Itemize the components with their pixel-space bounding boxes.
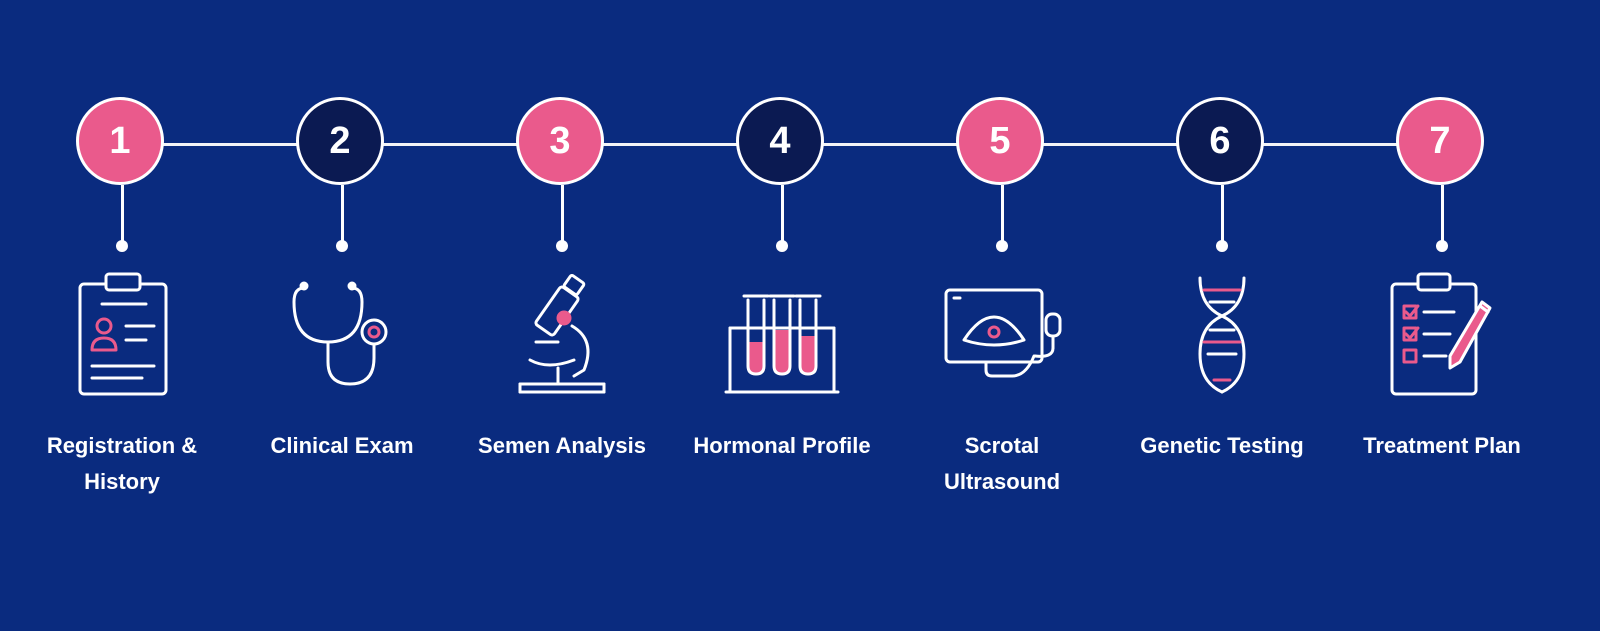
step-label: Scrotal Ultrasound [902, 428, 1102, 500]
connector-dot [116, 240, 128, 252]
step-number: 7 [1429, 119, 1451, 162]
step-label: Semen Analysis [462, 428, 662, 464]
connector-dot [1216, 240, 1228, 252]
step-connector [1440, 185, 1444, 245]
clipboard-profile-icon [62, 268, 182, 403]
step-5: 5 Scrotal Ultrasound [902, 0, 1102, 631]
step-number-badge: 6 [1176, 97, 1264, 185]
step-number: 2 [329, 119, 351, 162]
microscope-icon [502, 268, 622, 403]
step-connector [1220, 185, 1224, 245]
step-number-badge: 4 [736, 97, 824, 185]
ultrasound-icon [942, 268, 1062, 403]
step-7: 7 Treatment Plan [1342, 0, 1542, 631]
connector-dot [996, 240, 1008, 252]
connector-dot [1436, 240, 1448, 252]
connector-dot [556, 240, 568, 252]
step-connector [120, 185, 124, 245]
step-label: Registration & History [22, 428, 222, 500]
step-label-line: Ultrasound [943, 469, 1061, 494]
step-number: 5 [989, 119, 1011, 162]
step-number: 6 [1209, 119, 1231, 162]
step-label-line: Registration & [46, 433, 198, 458]
step-number-badge: 7 [1396, 97, 1484, 185]
step-1: 1 Registration & History [22, 0, 222, 631]
step-number: 1 [109, 119, 131, 162]
stethoscope-icon [282, 268, 402, 403]
step-connector [560, 185, 564, 245]
step-2: 2 Clinical Exam [242, 0, 442, 631]
step-label-line: Hormonal Profile [693, 433, 871, 458]
step-4: 4 Hormonal Profile [682, 0, 882, 631]
checklist-icon [1382, 268, 1502, 403]
step-label: Clinical Exam [242, 428, 442, 464]
step-number-badge: 3 [516, 97, 604, 185]
step-3: 3 Semen Analysis [462, 0, 662, 631]
step-connector [780, 185, 784, 245]
step-label-line: Scrotal [964, 433, 1040, 458]
step-connector [1000, 185, 1004, 245]
step-label: Hormonal Profile [682, 428, 882, 464]
connector-dot [776, 240, 788, 252]
step-number-badge: 2 [296, 97, 384, 185]
step-label-line: Treatment Plan [1363, 433, 1521, 458]
step-connector [340, 185, 344, 245]
step-number-badge: 1 [76, 97, 164, 185]
dna-icon [1162, 268, 1282, 403]
step-label-line: Genetic Testing [1140, 433, 1304, 458]
step-number: 4 [769, 119, 791, 162]
step-label-line: Clinical Exam [270, 433, 414, 458]
step-number: 3 [549, 119, 571, 162]
step-number-badge: 5 [956, 97, 1044, 185]
step-6: 6 Genetic Testing [1122, 0, 1322, 631]
step-label: Genetic Testing [1122, 428, 1322, 464]
step-label: Treatment Plan [1342, 428, 1542, 464]
step-label-line: Semen Analysis [478, 433, 646, 458]
connector-dot [336, 240, 348, 252]
step-label-line: History [84, 469, 160, 494]
test-tubes-icon [722, 268, 842, 403]
